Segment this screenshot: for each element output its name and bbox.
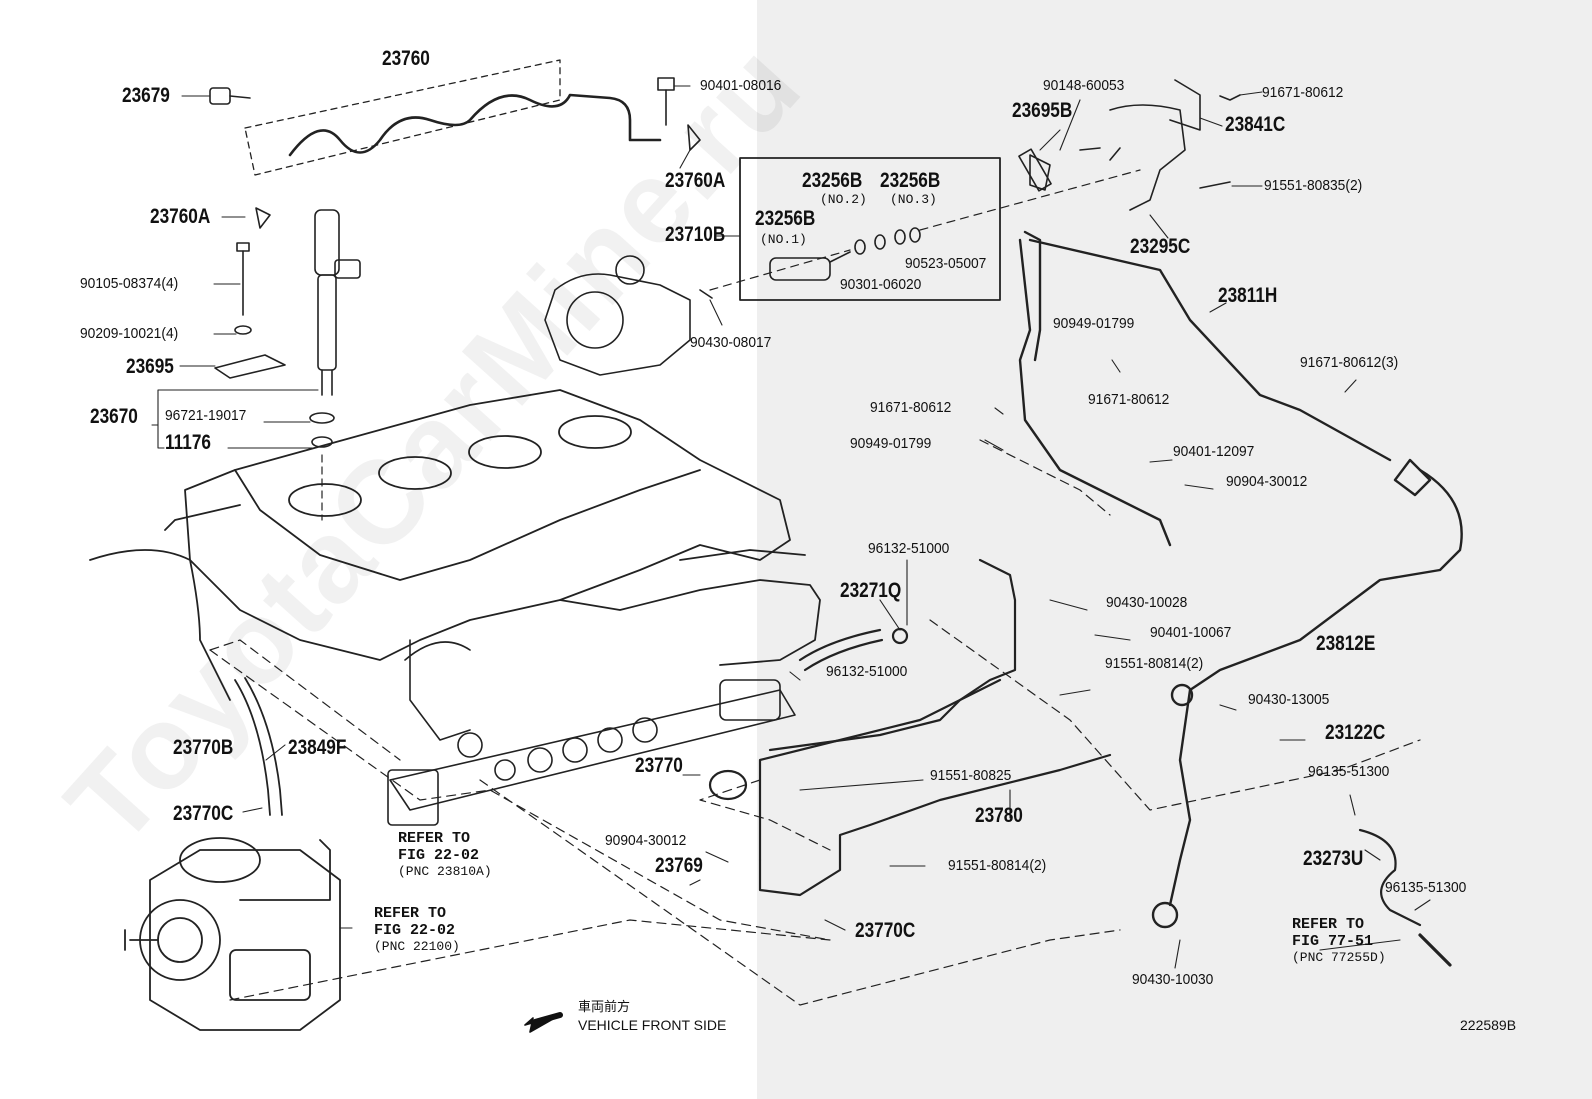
- label-90430-10028: 90430-10028: [1106, 594, 1188, 611]
- common-rail-drawing: [387, 639, 796, 826]
- ref-line1: REFER TO: [398, 830, 471, 847]
- label-23679: 23679: [122, 84, 170, 107]
- label-23760a-right: 23760A: [665, 169, 726, 192]
- label-91551-80814-b: 91551-80814(2): [948, 857, 1047, 874]
- label-96132-51000-b: 96132-51000: [826, 663, 908, 680]
- fuel-pipe-23812e: [1151, 458, 1463, 929]
- label-90949-01799-b: 90949-01799: [850, 435, 932, 452]
- label-91551-80835: 91551-80835(2): [1264, 177, 1363, 194]
- label-91551-80814-a: 91551-80814(2): [1105, 655, 1204, 672]
- label-90430-08017: 90430-08017: [690, 334, 772, 351]
- hose-23271q: [798, 627, 909, 672]
- label-23295c: 23295C: [1130, 235, 1191, 258]
- label-11176: 11176: [165, 431, 211, 454]
- label-23770c-left: 23770C: [173, 802, 234, 825]
- label-91671-80612-b: 91671-80612: [1088, 391, 1170, 408]
- label-96721-19017: 96721-19017: [165, 407, 247, 424]
- label-23841c: 23841C: [1225, 113, 1286, 136]
- ref-line1: REFER TO: [374, 905, 447, 922]
- injector-drawing: [309, 209, 361, 521]
- label-no3: (NO.3): [890, 192, 937, 207]
- label-90105-08374: 90105-08374(4): [80, 275, 179, 292]
- label-23273u: 23273U: [1303, 847, 1364, 870]
- label-23256b-no1: 23256B: [755, 207, 816, 230]
- label-91671-80612-d: 91671-80612: [870, 399, 952, 416]
- label-90401-12097: 90401-12097: [1173, 443, 1255, 460]
- label-90904-30012-a: 90904-30012: [1226, 473, 1308, 490]
- label-23849f: 23849F: [288, 736, 347, 759]
- ref-line2: FIG 22-02: [374, 922, 456, 940]
- label-90949-01799-a: 90949-01799: [1053, 315, 1135, 332]
- label-90401-10067: 90401-10067: [1150, 624, 1232, 641]
- label-91671-80612-3: 91671-80612(3): [1300, 354, 1399, 371]
- label-no2: (NO.2): [820, 192, 867, 207]
- ref-line3: (PNC 23810A): [398, 863, 492, 879]
- label-23760a-left: 23760A: [150, 205, 211, 228]
- fuel-pump-drawing: [124, 677, 341, 1031]
- label-23710b: 23710B: [665, 223, 726, 246]
- label-23770: 23770: [635, 754, 683, 777]
- label-23271q: 23271Q: [840, 579, 902, 602]
- label-90430-13005: 90430-13005: [1248, 691, 1330, 708]
- label-23695: 23695: [126, 355, 174, 378]
- label-96135-51300-b: 96135-51300: [1385, 879, 1467, 896]
- label-90148-60053: 90148-60053: [1043, 77, 1125, 94]
- leader-lines: [151, 85, 1431, 969]
- fuel-pipe-23811h: [1018, 230, 1392, 547]
- label-90904-30012-b: 90904-30012: [605, 832, 687, 849]
- shaded-background-panel: [757, 0, 1592, 1099]
- phantom-lines: [209, 439, 1421, 1006]
- direction-en: VEHICLE FRONT SIDE: [578, 1017, 727, 1033]
- supply-pump-drawing: [544, 255, 713, 376]
- refer-to-fig-77-51[interactable]: REFER TO FIG 77-51 (PNC 77255D): [1292, 916, 1386, 965]
- ref-line3: (PNC 22100): [374, 938, 460, 954]
- label-23695b: 23695B: [1012, 99, 1073, 122]
- label-91671-80612-a: 91671-80612: [1262, 84, 1344, 101]
- label-90401-08016: 90401-08016: [700, 77, 782, 94]
- direction-jp: 車両前方: [578, 999, 631, 1014]
- label-90209-10021: 90209-10021(4): [80, 325, 179, 342]
- fuel-pipe-23780: [758, 678, 1112, 897]
- bolts-and-fasteners: [209, 77, 1241, 379]
- label-23812e: 23812E: [1316, 632, 1376, 655]
- refer-to-fig-22-02-a[interactable]: REFER TO FIG 22-02 (PNC 23810A): [398, 830, 492, 879]
- high-pressure-pipe-23760: [244, 59, 662, 176]
- label-23670: 23670: [90, 405, 138, 428]
- label-23811h: 23811H: [1218, 284, 1278, 307]
- label-96135-51300-a: 96135-51300: [1308, 763, 1390, 780]
- label-23770b: 23770B: [173, 736, 234, 759]
- pressure-sensor-23256b: [709, 169, 1141, 291]
- figure-id: 222589B: [1460, 1017, 1517, 1033]
- ref-line2: FIG 22-02: [398, 847, 480, 865]
- label-23770c-right: 23770C: [855, 919, 916, 942]
- label-23256b-no2: 23256B: [802, 169, 863, 192]
- label-23769: 23769: [655, 854, 703, 877]
- label-90523-05007: 90523-05007: [905, 255, 987, 272]
- label-90430-10030: 90430-10030: [1132, 971, 1214, 988]
- label-23780: 23780: [975, 804, 1023, 827]
- label-90301-06020: 90301-06020: [840, 276, 922, 293]
- ref-line2: FIG 77-51: [1292, 933, 1374, 951]
- label-23256b-no3: 23256B: [880, 169, 941, 192]
- detail-box: [739, 157, 1001, 301]
- ref-line3: (PNC 77255D): [1292, 949, 1386, 965]
- ref-line1: REFER TO: [1292, 916, 1365, 933]
- label-no1: (NO.1): [760, 232, 807, 247]
- label-23122c: 23122C: [1325, 721, 1386, 744]
- label-91551-80825: 91551-80825: [930, 767, 1012, 784]
- refer-to-fig-22-02-b[interactable]: REFER TO FIG 22-02 (PNC 22100): [374, 905, 460, 954]
- label-23760: 23760: [382, 47, 430, 70]
- engine-block-outline: [89, 389, 821, 701]
- label-96132-51000-a: 96132-51000: [868, 540, 950, 557]
- hose-23273u: [1358, 828, 1452, 967]
